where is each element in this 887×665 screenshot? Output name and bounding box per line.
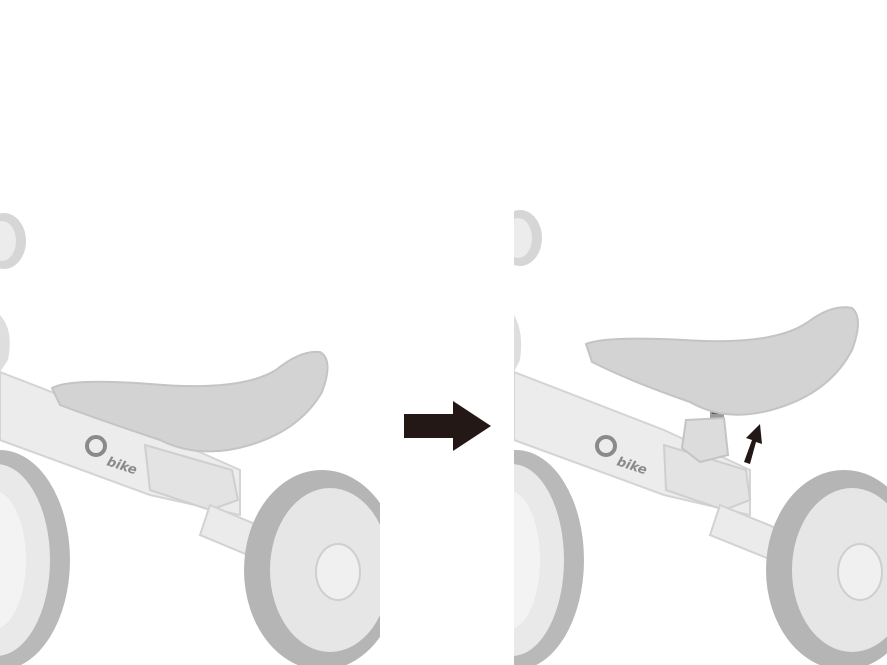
handlebar-end: [0, 213, 26, 269]
after-panel: bike: [514, 0, 887, 665]
handlebar-end: [514, 210, 542, 266]
right-arrow-icon: [403, 400, 493, 452]
front-stem: [0, 315, 10, 372]
up-right-arrow-icon: [744, 424, 762, 464]
rear-wheel: [244, 470, 380, 665]
seat-raised: [586, 307, 858, 414]
before-panel: bike: [0, 0, 380, 665]
front-stem: [514, 315, 521, 372]
front-wheel: [514, 450, 584, 665]
bike-illustration-before: bike: [0, 0, 380, 665]
bike-illustration-after: bike: [514, 0, 887, 665]
rear-wheel: [766, 470, 887, 665]
front-wheel: [0, 450, 70, 665]
